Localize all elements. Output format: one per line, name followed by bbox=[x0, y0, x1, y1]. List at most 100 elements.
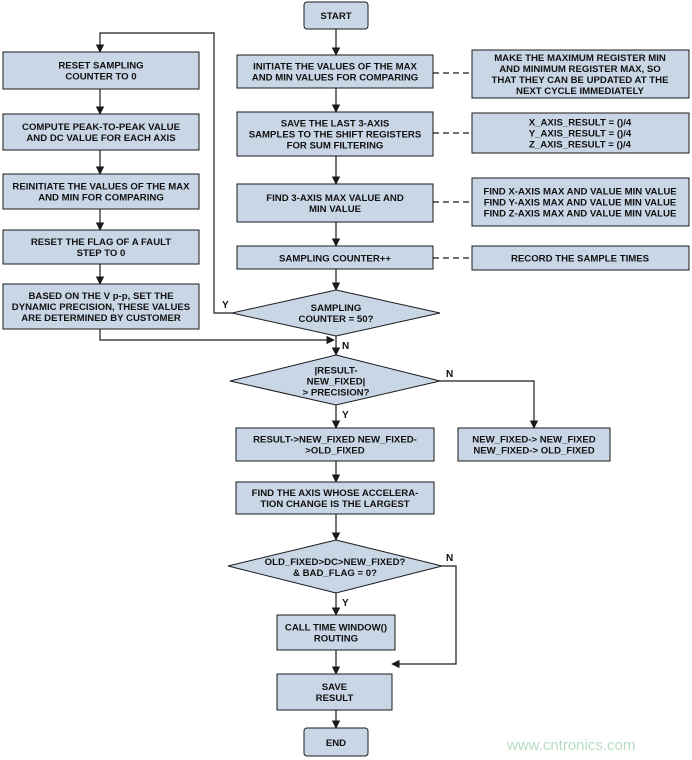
text-line: CALL TIME WINDOW() bbox=[285, 623, 387, 634]
text-line: REINITIATE THE VALUES OF THE MAX bbox=[12, 182, 190, 193]
text-line: OLD_FIXED>DC>NEW_FIXED? bbox=[265, 557, 406, 568]
node-end: END bbox=[303, 727, 369, 757]
label-old-fixed-no: N bbox=[446, 553, 453, 564]
text-line: |RESULT- bbox=[314, 366, 357, 377]
node-start-text: START bbox=[320, 11, 351, 22]
note-record: RECORD THE SAMPLE TIMES bbox=[471, 245, 690, 271]
text-line: COUNTER = 50? bbox=[299, 314, 374, 325]
node-end-text: END bbox=[326, 738, 346, 749]
text-line: DYNAMIC PRECISION, THESE VALUES bbox=[12, 302, 191, 313]
text-line: TION CHANGE IS THE LARGEST bbox=[260, 499, 409, 510]
text-line: MAKE THE MAXIMUM REGISTER MIN bbox=[494, 53, 666, 64]
text-line: NEW_FIXED-> OLD_FIXED bbox=[473, 446, 594, 457]
text-line: STEP TO 0 bbox=[77, 248, 126, 259]
text-line: >OLD_FIXED bbox=[305, 446, 365, 457]
text-line: FIND THE AXIS WHOSE ACCELERA- bbox=[252, 488, 419, 499]
edge-oldfixed-no bbox=[391, 565, 457, 669]
text-line: SAMPLING COUNTER++ bbox=[279, 254, 391, 265]
text-line: SAMPLES TO THE SHIFT REGISTERS bbox=[249, 130, 422, 141]
text-line: RECORD THE SAMPLE TIMES bbox=[511, 254, 650, 265]
text-line: RESULT bbox=[316, 693, 354, 704]
text-line: AND MIN VALUES FOR COMPARING bbox=[252, 73, 418, 84]
text-line: COMPUTE PEAK-TO-PEAK VALUE bbox=[22, 122, 181, 133]
text-line: MIN VALUE bbox=[309, 204, 362, 215]
text-line: Z_AXIS_RESULT = ()/4 bbox=[529, 140, 632, 151]
text-line: FIND Z-AXIS MAX AND VALUE MIN VALUE bbox=[484, 209, 677, 220]
text-line: & BAD_FLAG = 0? bbox=[293, 568, 377, 579]
text-line: FOR SUM FILTERING bbox=[287, 141, 384, 152]
node-find-axis-text: FIND THE AXIS WHOSE ACCELERA-TION CHANGE… bbox=[252, 488, 419, 510]
node-result-fixed-text: RESULT->NEW_FIXED NEW_FIXED->OLD_FIXED bbox=[253, 435, 417, 457]
label-counter-yes: Y bbox=[222, 300, 229, 311]
label-counter-no: N bbox=[342, 341, 349, 352]
decision-precision: |RESULT-NEW_FIXED|> PRECISION? bbox=[229, 354, 441, 406]
watermark: www.cntronics.com bbox=[506, 737, 635, 754]
node-sampling-counter: SAMPLING COUNTER++ bbox=[236, 245, 434, 270]
text-line: ARE DETERMINED BY CUSTOMER bbox=[21, 313, 181, 324]
label-precision-no: N bbox=[446, 369, 453, 380]
text-line: SAVE bbox=[322, 682, 348, 693]
text-line: RESULT->NEW_FIXED NEW_FIXED- bbox=[253, 435, 417, 446]
text-line: RESET SAMPLING bbox=[58, 61, 143, 72]
text-line: AND MIN FOR COMPARING bbox=[38, 193, 164, 204]
edge-counter-yes bbox=[95, 32, 232, 314]
node-find-axis: FIND THE AXIS WHOSE ACCELERA-TION CHANGE… bbox=[235, 481, 435, 515]
text-line: > PRECISION? bbox=[303, 388, 370, 399]
text-line: SAMPLING bbox=[311, 303, 362, 314]
node-start: START bbox=[303, 1, 369, 30]
text-line: Y_AXIS_RESULT = ()/4 bbox=[529, 129, 632, 140]
node-sampling-counter-text: SAMPLING COUNTER++ bbox=[279, 254, 391, 265]
text-line: SAVE THE LAST 3-AXIS bbox=[281, 119, 390, 130]
text-line: BASED ON THE V p-p, SET THE bbox=[29, 291, 175, 302]
text-line: FIND X-AXIS MAX AND VALUE MIN VALUE bbox=[483, 187, 677, 198]
label-old-fixed-yes: Y bbox=[342, 598, 349, 609]
connectors bbox=[95, 29, 539, 729]
text-line: NEW_FIXED| bbox=[307, 377, 366, 388]
decision-old-fixed-text: OLD_FIXED>DC>NEW_FIXED?& BAD_FLAG = 0? bbox=[265, 557, 406, 579]
text-line: NEXT CYCLE IMMEDIATELY bbox=[516, 86, 645, 97]
decision-old-fixed: OLD_FIXED>DC>NEW_FIXED?& BAD_FLAG = 0? bbox=[227, 539, 443, 594]
edge-precision-merge bbox=[99, 329, 335, 345]
node-call-window-text: CALL TIME WINDOW()ROUTING bbox=[285, 623, 387, 645]
text-line: AND MINIMUM REGISTER MAX, SO bbox=[499, 64, 661, 75]
text-line: COUNTER TO 0 bbox=[65, 72, 136, 83]
label-precision-yes: Y bbox=[342, 410, 349, 421]
text-line: NEW_FIXED-> NEW_FIXED bbox=[472, 435, 595, 446]
text-line: AND DC VALUE FOR EACH AXIS bbox=[26, 133, 176, 144]
text-line: RESET THE FLAG OF A FAULT bbox=[31, 237, 171, 248]
text-line: FIND 3-AXIS MAX VALUE AND bbox=[266, 193, 404, 204]
node-call-window: CALL TIME WINDOW()ROUTING bbox=[276, 614, 396, 651]
text-line: THAT THEY CAN BE UPDATED AT THE bbox=[492, 75, 670, 86]
text-line: ROUTING bbox=[314, 634, 358, 645]
note-record-text: RECORD THE SAMPLE TIMES bbox=[511, 254, 650, 265]
decision-precision-text: |RESULT-NEW_FIXED|> PRECISION? bbox=[303, 366, 370, 399]
text-line: FIND Y-AXIS MAX AND VALUE MIN VALUE bbox=[484, 198, 677, 209]
